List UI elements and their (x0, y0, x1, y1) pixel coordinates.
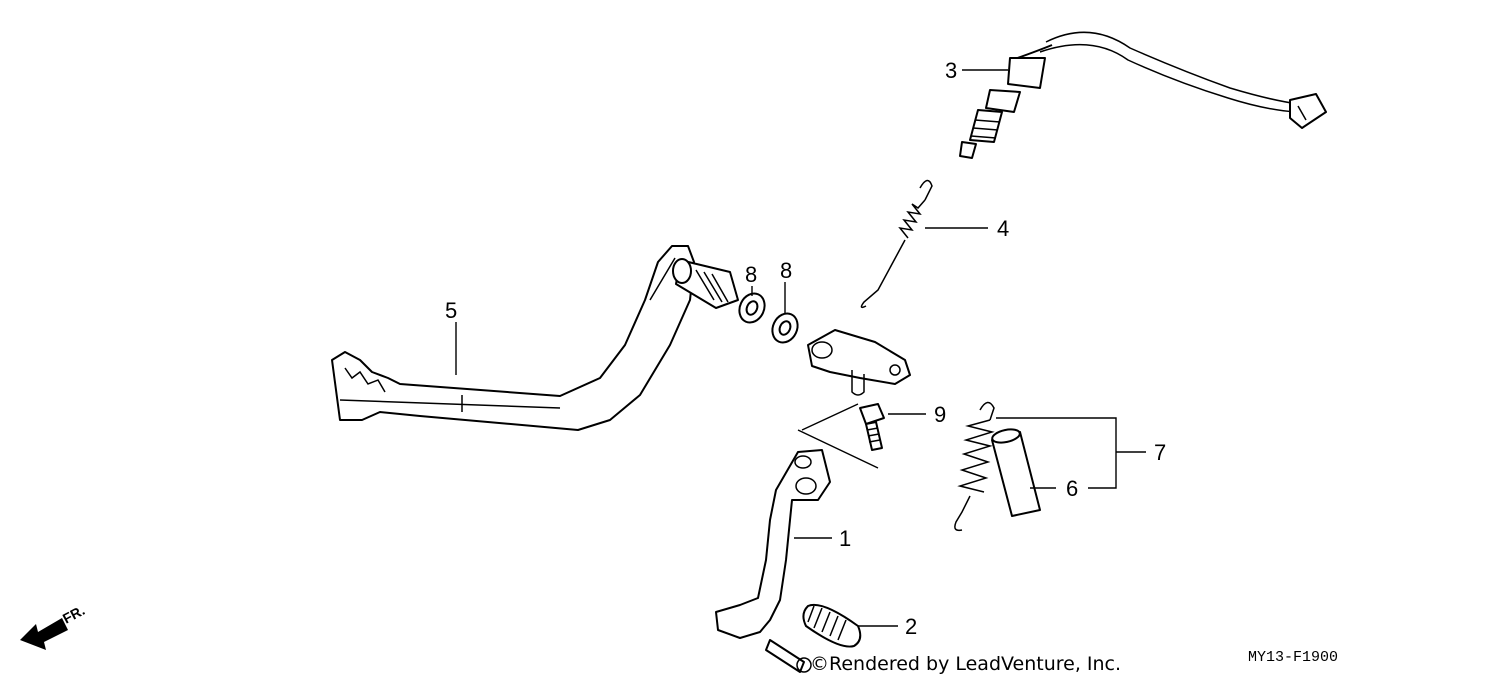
callout-4: 4 (997, 216, 1009, 241)
rear-brake-light-switch[interactable] (959, 31, 1327, 159)
callout-7: 7 (1154, 440, 1166, 465)
step-pedal[interactable] (715, 449, 831, 673)
callout-1: 1 (839, 526, 851, 551)
callout-6: 6 (1066, 476, 1078, 501)
pedal-rubber[interactable] (802, 604, 862, 648)
leader-lines (455, 69, 1146, 627)
return-spring[interactable] (954, 401, 995, 532)
render-credit: ©Rendered by LeadVenture, Inc. (810, 653, 1121, 675)
pivot-bracket (807, 329, 911, 396)
callout-8-outer: 8 (745, 262, 757, 287)
callout-2: 2 (905, 614, 917, 639)
dust-seal-inner[interactable] (768, 309, 802, 346)
spring-collar[interactable] (991, 427, 1041, 517)
switch-spring[interactable] (860, 179, 933, 309)
front-direction-marker: FR. (20, 602, 87, 650)
arrow-left-icon (20, 618, 68, 650)
callout-9: 9 (934, 402, 946, 427)
diagram-code: MY13-F1900 (1248, 649, 1338, 666)
callout-3: 3 (945, 58, 957, 83)
bolt[interactable] (859, 403, 885, 451)
callout-8-inner: 8 (780, 258, 792, 283)
dust-seal-outer[interactable] (735, 289, 769, 326)
brake-pedal[interactable] (331, 245, 739, 431)
callout-5: 5 (445, 298, 457, 323)
